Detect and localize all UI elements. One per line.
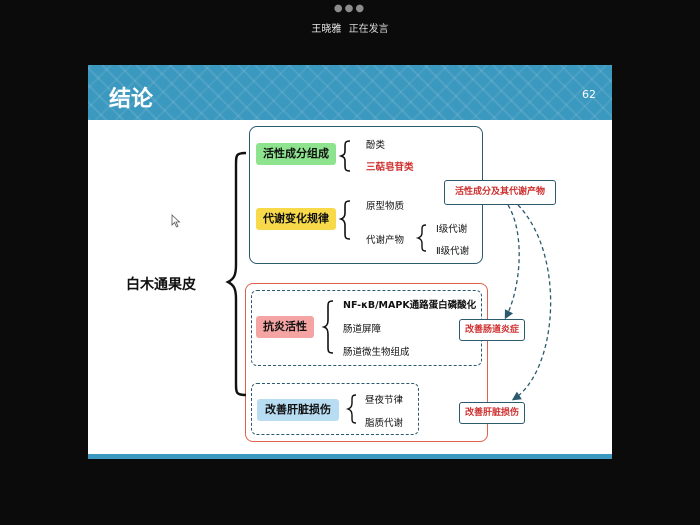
speaker-name: 王晓雅 — [311, 24, 342, 35]
slide-title: 结论 — [109, 87, 154, 112]
speaker-indicator: 王晓雅 正在发言 — [0, 20, 700, 35]
item-lipid-metabolism: 脂质代谢 — [365, 418, 404, 429]
main-brace — [225, 151, 247, 397]
arrow-to-colitis — [504, 204, 520, 320]
slide-header: 结论 62 — [88, 65, 612, 120]
tag-metabolic-changes: 代谢变化规律 — [256, 208, 336, 230]
more-dots-icon[interactable]: ●●● — [333, 3, 367, 14]
item-phase-two-metabolism: Ⅱ级代谢 — [436, 246, 470, 257]
item-triterpenoid-saponins: 三萜皂苷类 — [366, 162, 414, 173]
item-gut-microbiota: 肠道微生物组成 — [343, 347, 410, 358]
item-phase-one-metabolism: Ⅰ级代谢 — [436, 224, 468, 235]
item-metabolites: 代谢产物 — [366, 235, 405, 246]
tag-anti-inflammatory: 抗炎活性 — [256, 316, 314, 338]
item-nfkb-mapk-phosphorylation: NF-κB/MAPK通路蛋白磷酸化 — [343, 300, 477, 311]
main-topic: 白木通果皮 — [126, 277, 196, 293]
slide-footer — [88, 454, 612, 459]
callout-components-metabolites: 活性成分及其代谢产物 — [444, 180, 556, 205]
callout-improve-colitis: 改善肠道炎症 — [459, 319, 525, 341]
slide-page-number: 62 — [582, 88, 596, 101]
item-circadian-rhythm: 昼夜节律 — [365, 395, 404, 406]
tag-liver-protection: 改善肝脏损伤 — [257, 399, 339, 421]
item-phenols: 酚类 — [366, 140, 386, 151]
arrow-to-liver — [511, 204, 552, 401]
tag-active-components: 活性成分组成 — [256, 143, 336, 165]
speaker-status: 正在发言 — [348, 24, 389, 35]
callout-improve-liver: 改善肝脏损伤 — [459, 402, 525, 424]
liver-protection-box — [251, 383, 419, 435]
item-prototype-substances: 原型物质 — [366, 201, 405, 212]
mouse-cursor-icon — [171, 214, 181, 228]
item-intestinal-barrier: 肠道屏障 — [343, 324, 382, 335]
shared-slide: 结论 62 白木通果皮 活性成分组成 酚类 三萜皂苷类 代谢变化规律 原型物质 … — [88, 65, 612, 459]
